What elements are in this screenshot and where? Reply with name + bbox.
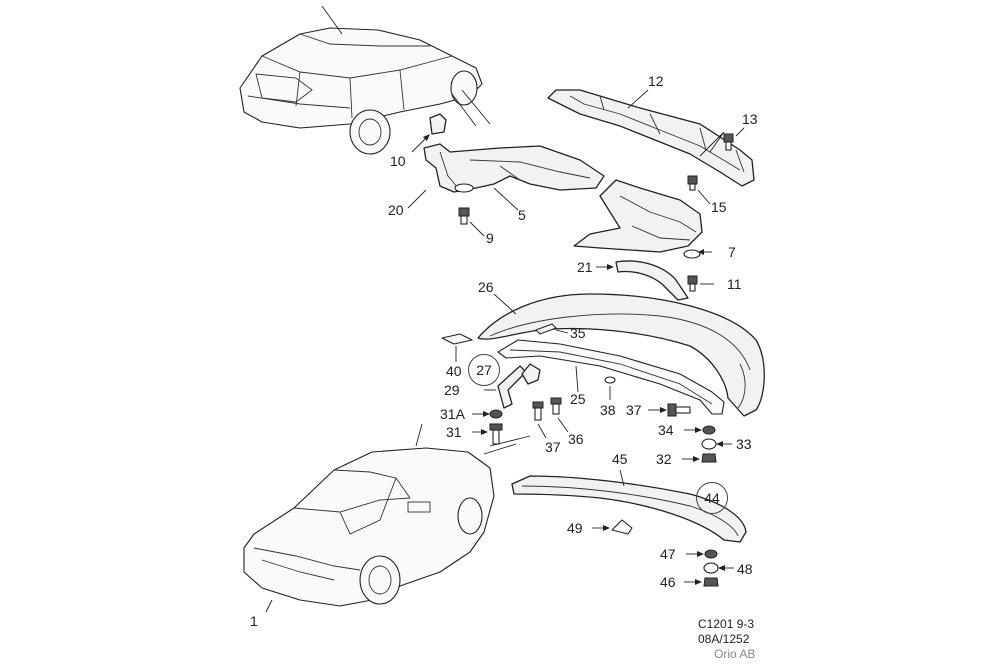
part-38-clip (604, 376, 616, 400)
callout-25: 25 (570, 391, 586, 407)
callout-35: 35 (570, 325, 586, 341)
part-46-nut (684, 577, 719, 587)
part-21-trim-strip (596, 260, 689, 301)
callout-20: 20 (388, 202, 404, 218)
part-40-pad (441, 333, 473, 362)
part-31a-washer (472, 409, 503, 419)
callout-36: 36 (568, 431, 584, 447)
callout-44-circled: 44 (696, 482, 728, 514)
diagram-date: 08A/1252 (698, 632, 750, 646)
part-35-pad (535, 323, 569, 335)
part-45-lip-spoiler (511, 469, 747, 543)
part-29-bracket (484, 363, 541, 409)
callout-12: 12 (648, 73, 664, 89)
callout-49: 49 (567, 520, 583, 536)
callout-31a: 31A (440, 406, 465, 422)
callout-48: 48 (737, 561, 753, 577)
callout-26: 26 (478, 279, 494, 295)
diagram-code: C1201 9-3 (698, 617, 755, 631)
part-5-underbody-panel (407, 143, 605, 211)
callout-27-circled: 27 (468, 354, 500, 386)
part-9-bolt (458, 207, 485, 237)
copyright-credit: Orio AB (714, 647, 756, 661)
part-36-bolt (550, 397, 569, 433)
part-10-clip (411, 113, 447, 153)
part-47-washer (686, 549, 718, 559)
part-48-washer (703, 562, 734, 574)
callout-46: 46 (660, 574, 676, 590)
callout-31: 31 (446, 424, 462, 440)
callout-10: 10 (390, 153, 406, 169)
callout-11: 11 (727, 276, 742, 292)
callout-47: 47 (660, 546, 676, 562)
callout-37-left: 37 (545, 439, 561, 455)
callout-34: 34 (658, 422, 674, 438)
callout-45: 45 (612, 451, 628, 467)
callout-5: 5 (518, 207, 526, 223)
part-37-bolt-left (532, 401, 547, 439)
part-33-washer (701, 438, 732, 450)
part-49-pad (592, 519, 633, 535)
callout-9: 9 (486, 230, 494, 246)
callout-32: 32 (656, 451, 672, 467)
callout-33: 33 (736, 436, 752, 452)
callout-13: 13 (742, 111, 758, 127)
part-25-spoiler-seal (497, 339, 725, 415)
callout-1: 1 (250, 613, 258, 629)
part-32-nut (682, 453, 717, 463)
part-15-screw (687, 175, 711, 205)
part-37-bolt-right (648, 403, 691, 417)
part-34-washer (684, 425, 716, 435)
part-7-underbody-panel-right (573, 179, 712, 259)
front-car-illustration (243, 423, 531, 613)
callout-29: 29 (444, 382, 460, 398)
part-31-bolt (472, 423, 503, 445)
callout-40: 40 (446, 363, 462, 379)
callout-37-right: 37 (626, 402, 642, 418)
callout-21: 21 (577, 259, 593, 275)
callout-38: 38 (600, 402, 616, 418)
callout-7: 7 (728, 244, 736, 260)
part-13-screw (699, 127, 745, 157)
rear-car-illustration (239, 5, 491, 155)
part-12-crossmember (547, 89, 755, 187)
callout-15: 15 (711, 199, 727, 215)
part-11-screw (687, 275, 714, 292)
